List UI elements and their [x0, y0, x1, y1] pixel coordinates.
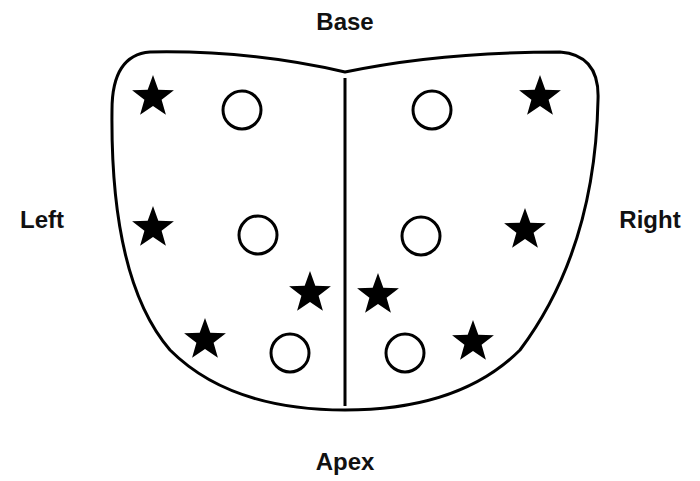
circle-markers [223, 91, 451, 372]
base-label: Base [316, 9, 373, 35]
right-label: Right [619, 207, 680, 233]
midline [344, 78, 347, 406]
apex-label: Apex [316, 449, 375, 475]
tongue-outline [112, 52, 598, 410]
star-markers [132, 75, 561, 360]
left-label: Left [20, 207, 64, 233]
